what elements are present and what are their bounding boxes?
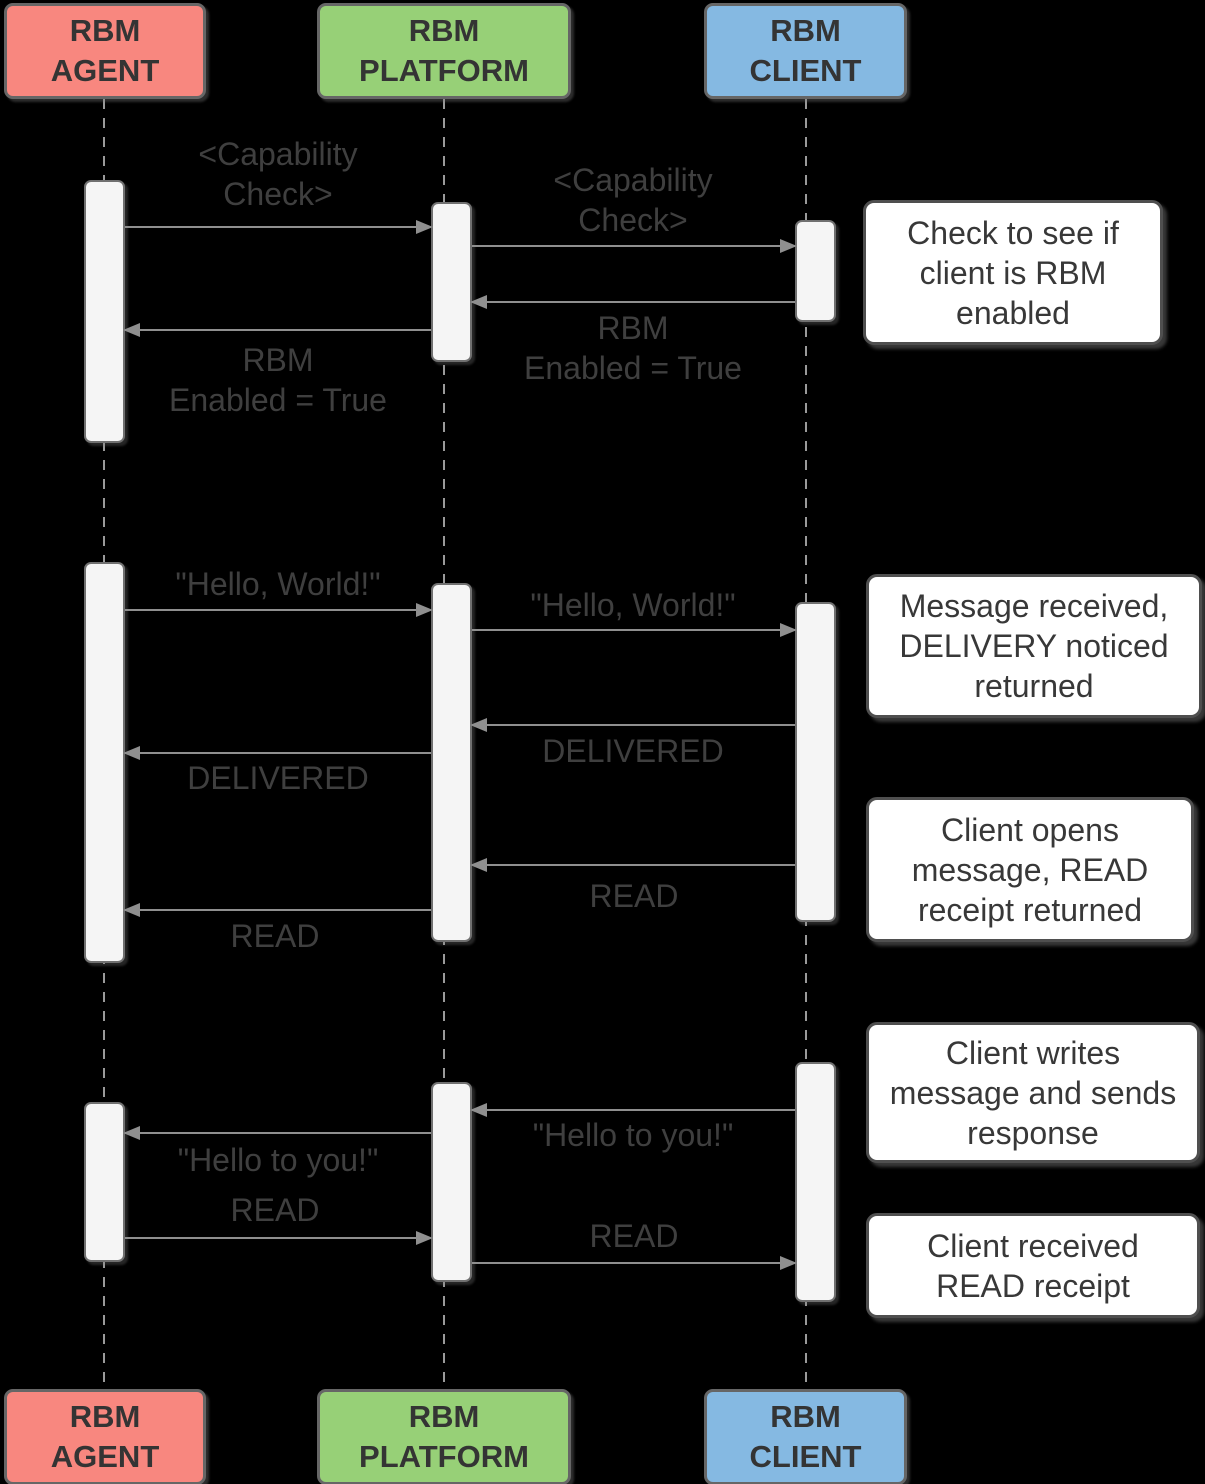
message-arrow-0 — [125, 226, 431, 228]
message-arrow-2 — [472, 301, 795, 303]
message-arrow-7 — [125, 752, 431, 754]
message-arrow-9 — [125, 909, 431, 911]
actor-footer-rbm-agent: RBM AGENT — [4, 1389, 206, 1484]
message-label-6: DELIVERED — [542, 733, 724, 769]
activation-bar-client-1 — [795, 220, 836, 322]
activation-bar-platform-2 — [431, 583, 472, 942]
message-arrow-4 — [125, 609, 431, 611]
actor-header-rbm-client: RBM CLIENT — [704, 3, 907, 99]
activation-bar-agent-1 — [84, 180, 125, 443]
note-message-received: Message received, DELIVERY noticed retur… — [866, 574, 1202, 718]
message-arrow-12 — [125, 1237, 431, 1239]
message-label-5: "Hello, World!" — [530, 587, 736, 623]
message-arrow-6 — [472, 724, 795, 726]
message-arrow-11 — [125, 1132, 431, 1134]
activation-bar-client-3 — [795, 1062, 836, 1302]
message-arrow-1 — [472, 245, 795, 247]
actor-header-rbm-platform: RBM PLATFORM — [317, 3, 571, 99]
activation-bar-platform-3 — [431, 1082, 472, 1282]
message-label-8: READ — [589, 878, 679, 914]
message-label-9: READ — [230, 918, 320, 954]
message-label-11: "Hello to you!" — [177, 1142, 379, 1178]
actor-footer-rbm-platform: RBM PLATFORM — [317, 1389, 571, 1484]
message-label-7: DELIVERED — [187, 760, 369, 796]
message-arrow-3 — [125, 329, 431, 331]
message-arrow-13 — [472, 1262, 795, 1264]
activation-bar-agent-3 — [84, 1102, 125, 1262]
message-arrow-10 — [472, 1109, 795, 1111]
actor-footer-rbm-client: RBM CLIENT — [704, 1389, 907, 1484]
message-label-4: "Hello, World!" — [175, 566, 381, 602]
actor-header-rbm-agent: RBM AGENT — [4, 3, 206, 99]
activation-bar-agent-2 — [84, 562, 125, 963]
message-label-12: READ — [230, 1192, 320, 1228]
message-label-13: READ — [589, 1218, 679, 1254]
message-label-2: RBM Enabled = True — [524, 310, 742, 386]
activation-bar-platform-1 — [431, 202, 472, 362]
message-label-10: "Hello to you!" — [532, 1117, 734, 1153]
activation-bar-client-2 — [795, 602, 836, 922]
message-label-1: <Capability Check> — [553, 162, 713, 238]
note-client-opens: Client opens message, READ receipt retur… — [866, 797, 1194, 942]
message-label-0: <Capability Check> — [198, 136, 358, 212]
message-arrow-5 — [472, 629, 795, 631]
message-arrow-8 — [472, 864, 795, 866]
message-label-3: RBM Enabled = True — [169, 342, 387, 418]
note-client-writes: Client writes message and sends response — [866, 1022, 1200, 1163]
note-client-received: Client received READ receipt — [866, 1213, 1200, 1318]
note-capability-check: Check to see if client is RBM enabled — [863, 200, 1163, 345]
